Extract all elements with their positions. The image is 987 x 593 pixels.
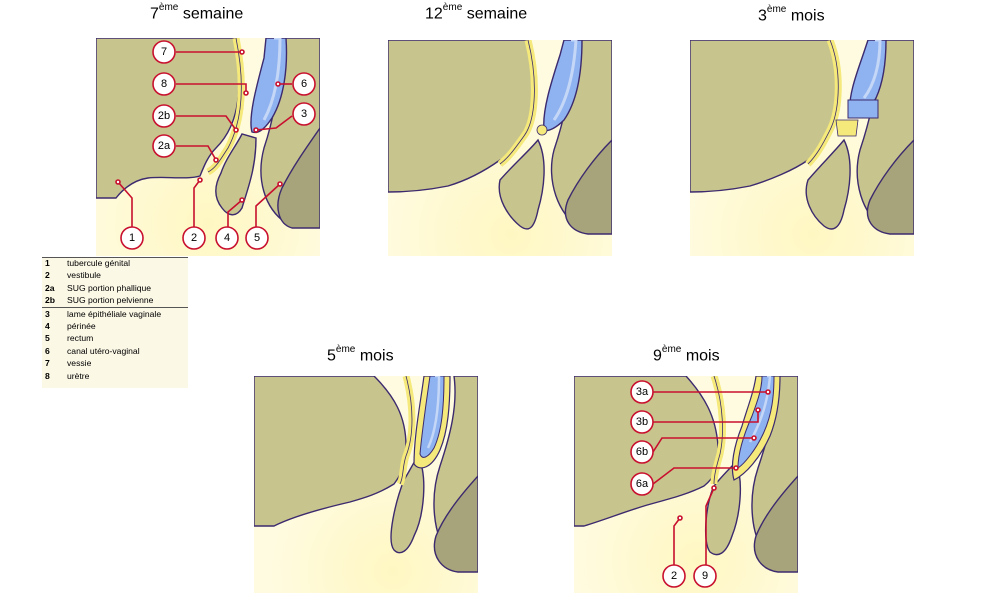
svg-text:8: 8 xyxy=(161,78,167,90)
urethra-outline xyxy=(713,376,723,485)
callout-8: 8 xyxy=(152,72,249,96)
callout-2: 2 xyxy=(182,177,206,250)
svg-text:6: 6 xyxy=(301,78,307,90)
vaginal-plate-cells xyxy=(536,124,548,136)
svg-text:6a: 6a xyxy=(636,478,649,490)
diagram-panel-9-mois xyxy=(574,376,798,593)
callout-3: 3 xyxy=(253,102,316,133)
callout-4: 4 xyxy=(215,197,245,250)
rectum xyxy=(277,126,320,229)
svg-text:3a: 3a xyxy=(636,386,649,398)
svg-text:5: 5 xyxy=(254,232,260,244)
svg-text:3: 3 xyxy=(301,108,307,120)
perineum-tissue xyxy=(215,133,257,216)
panel-title-5-mois: 5ème mois xyxy=(327,344,394,365)
perineum-tissue xyxy=(498,138,545,230)
vaginal-plate-blue xyxy=(847,99,879,119)
genital-tubercle-tissue xyxy=(254,376,407,527)
svg-text:7: 7 xyxy=(161,46,167,58)
panel-title-9-mois: 9ème mois xyxy=(653,344,720,365)
panel-title-3-mois: 3ème mois xyxy=(758,4,825,25)
rectum xyxy=(433,474,478,573)
urethra-outline xyxy=(499,40,535,165)
panel-title-7-semaine: 7ème semaine xyxy=(150,2,244,23)
diagram-panel-5-mois xyxy=(254,376,478,593)
diagram-panel-12-semaine xyxy=(388,40,612,256)
svg-text:2: 2 xyxy=(671,570,677,582)
callout-7: 7 xyxy=(152,40,245,64)
vaginal-plate-cells xyxy=(835,119,859,137)
urethra-outline xyxy=(207,38,242,173)
panel-7-semaine-callouts: 7 8 2b 2a 6 3 1 2 4 5 xyxy=(115,40,316,250)
uterovaginal-canal-lumen xyxy=(262,38,282,121)
callout-3a: 3a xyxy=(630,380,771,404)
callout-2: 2 xyxy=(662,515,686,588)
svg-text:1: 1 xyxy=(129,232,135,244)
svg-text:4: 4 xyxy=(224,232,230,244)
svg-text:2a: 2a xyxy=(158,140,171,152)
uterovaginal-canal-lumen xyxy=(748,376,772,443)
svg-text:2b: 2b xyxy=(158,110,170,122)
svg-text:2: 2 xyxy=(191,232,197,244)
uterovaginal-canal-lumen xyxy=(552,40,578,121)
callout-3b: 3b xyxy=(630,407,761,434)
rectum xyxy=(753,474,798,573)
svg-text:9: 9 xyxy=(702,570,708,582)
callout-9: 9 xyxy=(693,485,717,588)
callout-6: 6 xyxy=(275,72,316,96)
callout-2a: 2a xyxy=(152,134,219,163)
svg-text:6b: 6b xyxy=(636,446,648,458)
uterovaginal-canal-lumen xyxy=(862,40,882,99)
callout-6a: 6a xyxy=(630,465,739,496)
panel-9-mois-callouts: 3a 3b 6b 6a 2 9 xyxy=(630,380,771,588)
rectum xyxy=(866,139,914,235)
callout-6b: 6b xyxy=(630,435,757,464)
callout-1: 1 xyxy=(115,179,144,250)
panel-title-12-semaine: 12ème semaine xyxy=(425,2,528,23)
callout-2b: 2b xyxy=(152,104,239,133)
diagram-panel-3-mois xyxy=(690,40,914,256)
rectum xyxy=(564,139,612,235)
urethra-outline xyxy=(807,40,839,165)
uterovaginal-canal-lumen xyxy=(426,376,441,449)
perineum-tissue xyxy=(805,138,851,230)
urethra-outline xyxy=(399,376,413,485)
svg-text:3b: 3b xyxy=(636,416,648,428)
callout-5: 5 xyxy=(245,181,283,250)
legend-top-rule xyxy=(42,257,188,258)
